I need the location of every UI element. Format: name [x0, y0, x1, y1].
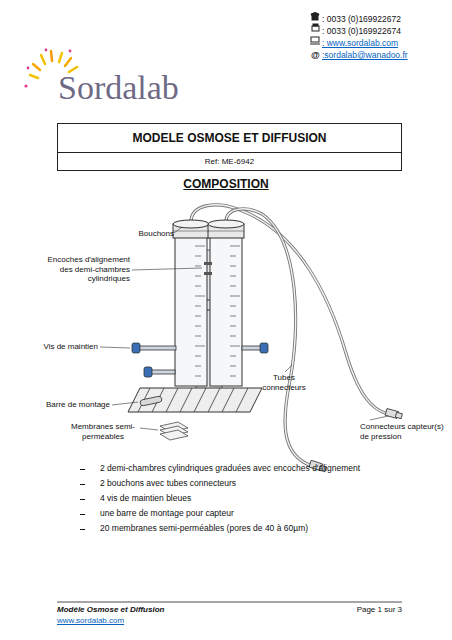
graduation-tick	[195, 376, 201, 377]
graduation-tick	[195, 256, 201, 257]
phone-number: : 0033 (0)169922672	[322, 14, 401, 24]
slat	[222, 388, 234, 412]
bullet-dash	[80, 499, 85, 500]
part-label: Bouchons	[132, 229, 174, 239]
stand-slats	[138, 388, 248, 412]
bullet-dash	[80, 514, 85, 515]
graduation-tick	[195, 286, 201, 287]
contact-icons	[310, 13, 320, 45]
graduation-tick	[195, 266, 201, 267]
graduation-tick	[230, 376, 236, 377]
slat	[166, 388, 178, 412]
fax-number: : 0033 (0)169922674	[322, 26, 401, 36]
graduation-tick	[230, 326, 236, 327]
graduation-tick	[195, 326, 201, 327]
slat	[236, 388, 248, 412]
part-label: Encoches d'alignement des demi-chambres …	[40, 255, 130, 284]
graduation-tick	[195, 366, 201, 367]
part-label: Vis de maintien	[36, 342, 98, 352]
graduation-tick	[195, 276, 201, 277]
graduation-tick	[230, 256, 236, 257]
stand-base	[128, 388, 262, 412]
part-label: Tubes connecteurs	[258, 373, 310, 392]
graduation-tick	[230, 266, 236, 267]
page-number: Page 1 sur 3	[350, 605, 402, 615]
footer-link: www.sordalab.com	[57, 616, 124, 626]
part-label: Barre de montage	[40, 400, 110, 410]
connector-tubes	[191, 205, 388, 466]
bullet-dash	[80, 484, 85, 485]
logo-text: Sordalab	[58, 68, 179, 109]
website: : www.sordalab.com	[322, 38, 398, 48]
graduation-tick	[195, 306, 201, 307]
graduation-tick	[230, 296, 240, 297]
mounting-bar	[140, 396, 163, 406]
graduation-tick	[230, 336, 236, 337]
leader-lines	[100, 227, 388, 430]
caps	[173, 220, 244, 238]
list-item: 4 vis de maintien bleues	[100, 493, 430, 503]
slat	[208, 388, 220, 412]
list-item: 2 demi-chambres cylindriques graduées av…	[100, 463, 430, 473]
graduation-tick	[195, 296, 205, 297]
graduation-tick	[195, 336, 201, 337]
email: :sordalab@wanadoo.fr	[322, 50, 408, 60]
graduations	[195, 246, 240, 376]
bullet-dash	[80, 529, 85, 530]
section-heading: COMPOSITION	[0, 177, 452, 191]
at-symbol: @	[311, 50, 320, 61]
graduation-tick	[230, 306, 236, 307]
graduation-tick	[230, 276, 236, 277]
slat	[180, 388, 192, 412]
bullet-dash	[80, 469, 85, 470]
title-box: MODELE OSMOSE ET DIFFUSION	[57, 123, 402, 153]
slat	[194, 388, 206, 412]
graduation-tick	[230, 316, 236, 317]
list-item: une barre de montage pour capteur	[100, 508, 430, 518]
graduation-tick	[230, 356, 236, 357]
alignment-notches	[204, 262, 212, 275]
half-chambers	[175, 236, 242, 386]
list-item: 20 membranes semi-perméables (pores de 4…	[100, 523, 430, 533]
footer-rule	[57, 602, 402, 603]
footer-title: Modèle Osmose et Diffusion	[57, 605, 164, 615]
graduation-tick	[195, 316, 201, 317]
graduation-tick	[230, 366, 236, 367]
list-item: 2 bouchons avec tubes connecteurs	[100, 478, 430, 488]
document-title: MODELE OSMOSE ET DIFFUSION	[64, 131, 395, 145]
graduation-tick	[195, 346, 205, 347]
graduation-tick	[195, 356, 201, 357]
graduation-tick	[195, 246, 205, 247]
part-label: Connecteurs capteur(s) de pression	[360, 422, 450, 441]
holding-screws	[132, 343, 268, 377]
membranes	[160, 422, 188, 440]
graduation-tick	[230, 346, 240, 347]
graduation-tick	[230, 246, 240, 247]
graduation-tick	[230, 286, 236, 287]
part-label: Membranes semi-perméables	[68, 422, 138, 441]
reference-code: Ref: ME-6942	[64, 157, 395, 166]
reference-box: Ref: ME-6942	[57, 152, 402, 171]
